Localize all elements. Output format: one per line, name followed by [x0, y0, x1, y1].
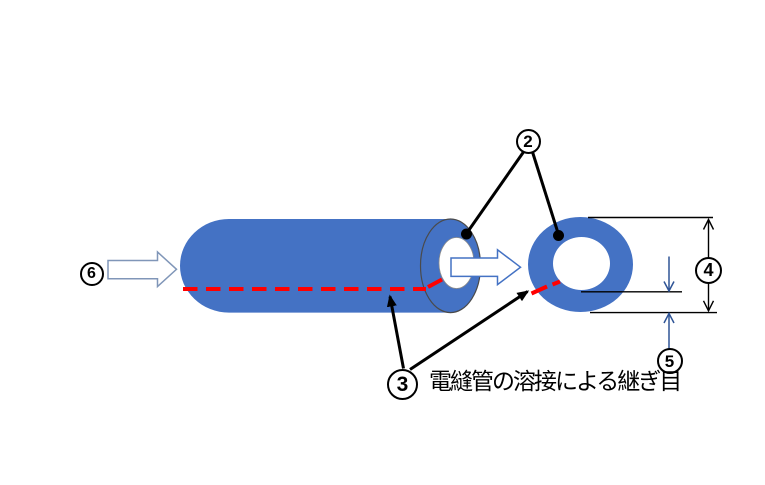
- callout2-dot-left: [461, 228, 472, 240]
- callout-5-badge: 5: [656, 348, 683, 374]
- ring-seam-dash-1: [530, 284, 548, 296]
- callout2-leader-right: [531, 151, 560, 235]
- callout-6-badge: 6: [79, 261, 104, 286]
- seam-caption: 電縫管の溶接による継ぎ目: [429, 368, 682, 394]
- weld-seam-face-dash: [427, 277, 443, 289]
- callout2-leader-left: [465, 151, 525, 235]
- callout3-leader-left: [386, 294, 405, 369]
- flow-arrow-mid-icon: [450, 248, 522, 287]
- dim4-arrowhead-up: [702, 217, 715, 230]
- callout-4-badge: 4: [695, 256, 722, 284]
- ring-seam-dash-2: [551, 279, 561, 287]
- callout3-leader-right: [409, 290, 530, 371]
- flow-arrow-left-icon: [107, 250, 178, 289]
- callout-3-badge: 3: [387, 369, 418, 400]
- pipe-cross-section-ring: [528, 217, 633, 312]
- dim4-arrowhead-down: [702, 300, 715, 313]
- pipe-cylinder-body: [179, 219, 450, 313]
- dim5-arrowhead-down: [663, 281, 675, 293]
- dim5-arrowhead-up: [663, 311, 675, 324]
- callout2-dot-right: [553, 230, 564, 241]
- callout-2-badge: 2: [515, 128, 541, 154]
